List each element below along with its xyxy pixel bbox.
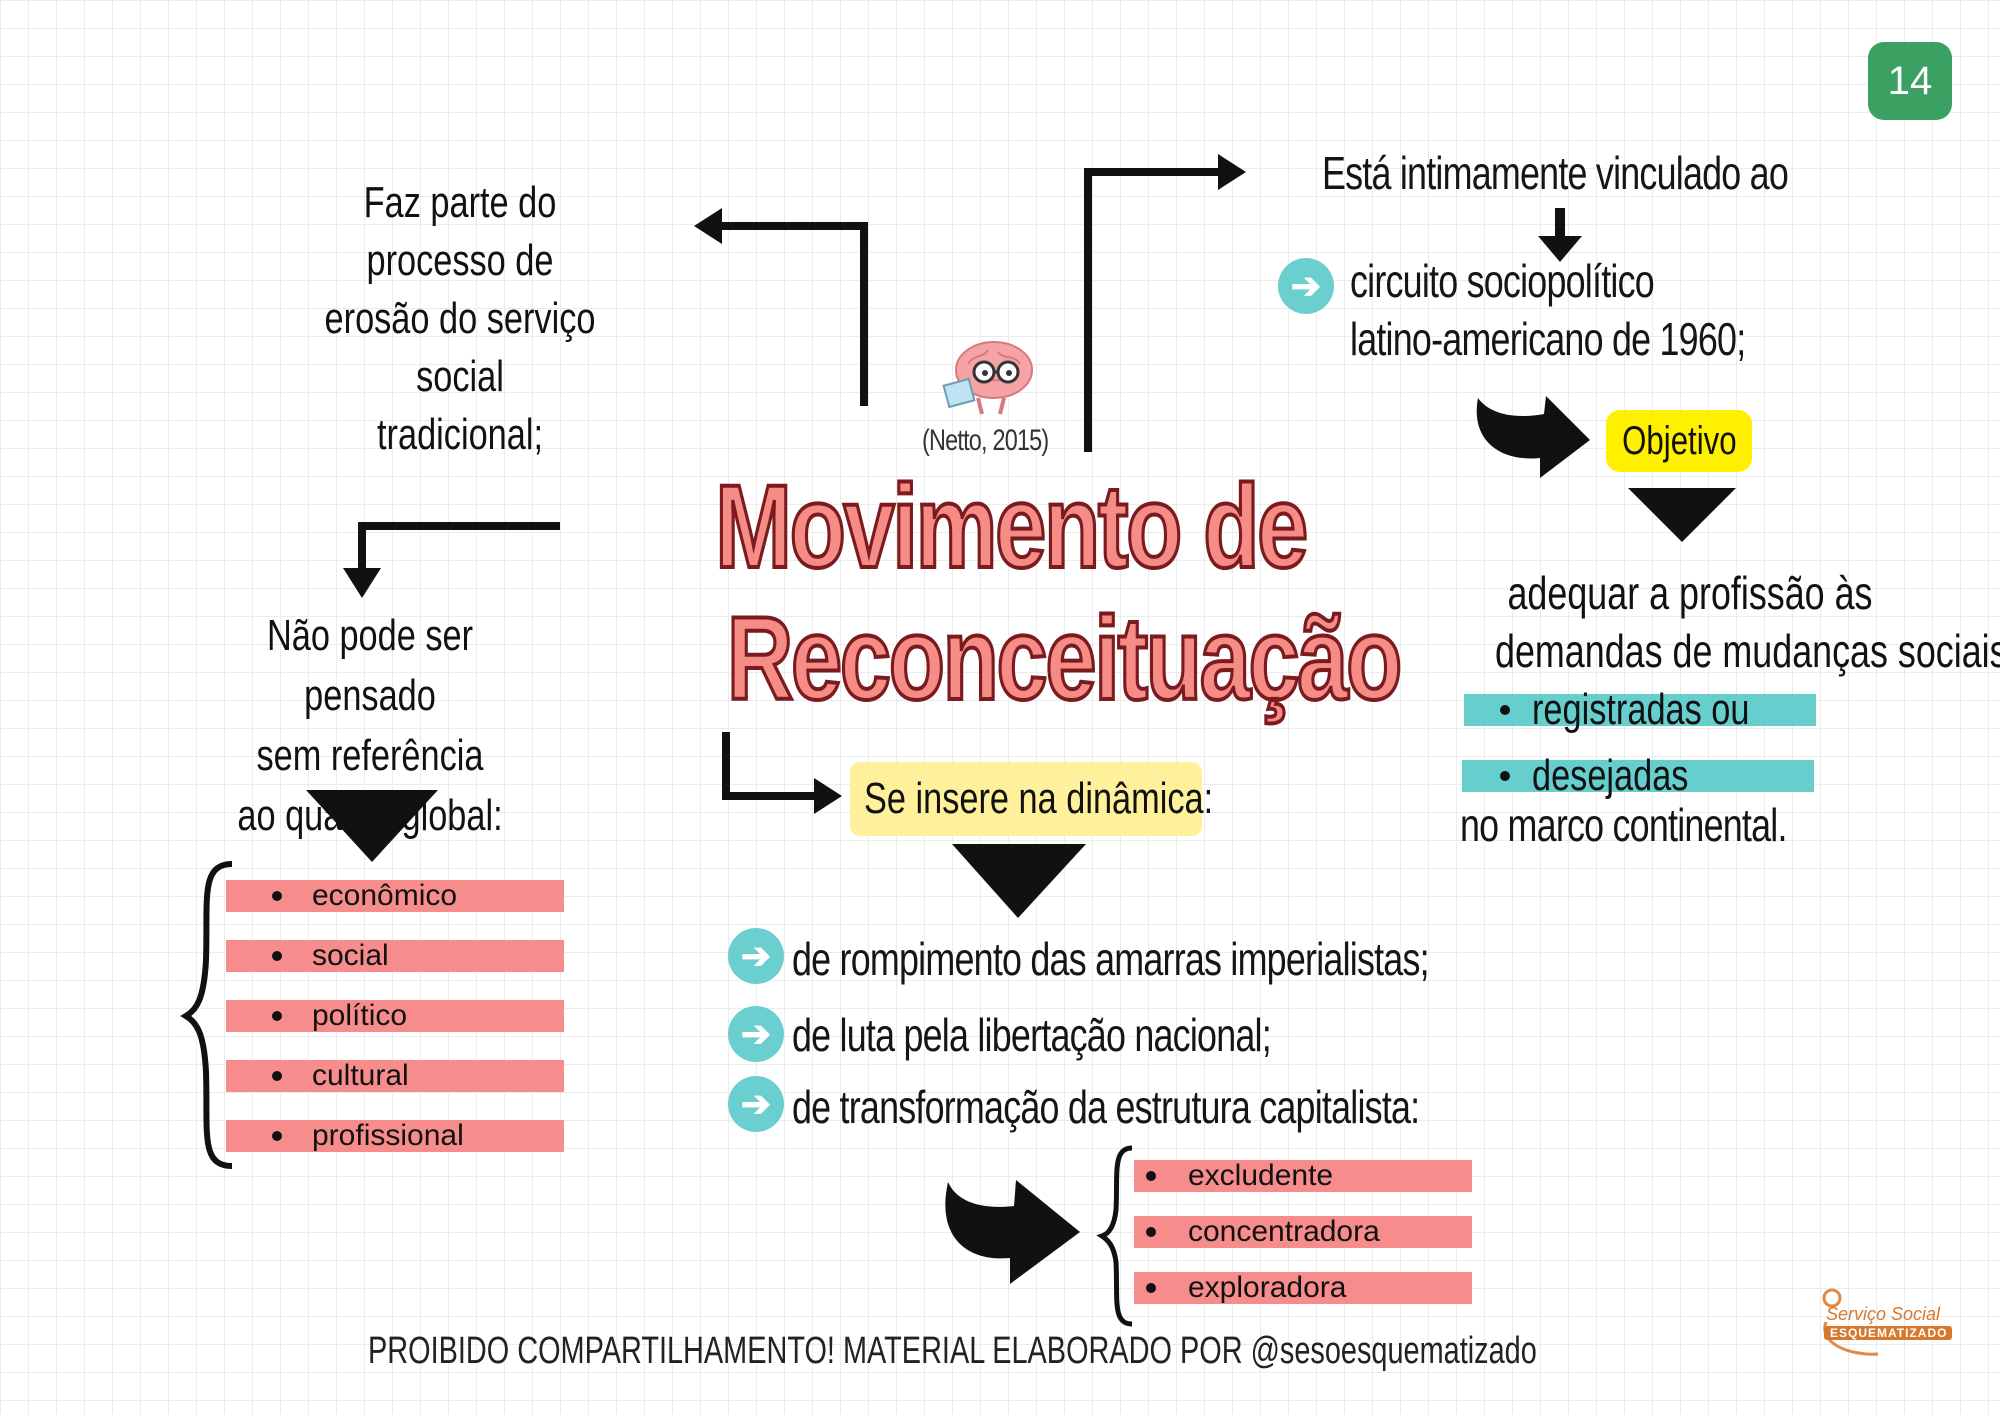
top-right-line-2: latino-americano de 1960;	[1350, 313, 1746, 365]
list-item: político	[226, 999, 564, 1032]
list-item: profissional	[226, 1119, 564, 1152]
list-item: econômico	[226, 879, 564, 912]
brace-left	[180, 861, 233, 1169]
center-point-1: de rompimento das amarras imperialistas;	[792, 933, 1430, 985]
arrow-to-top-left	[720, 222, 868, 406]
brand-logo: Serviço Social ESQUEMATIZADO	[1808, 1282, 1958, 1362]
objective-line-1: adequar a profissão às	[1507, 567, 1873, 619]
center-point-3: de transformação da estrutura capitalist…	[792, 1081, 1420, 1133]
left-line-2: sem referência	[256, 731, 484, 780]
top-left-line-3: tradicional;	[377, 410, 543, 459]
brain-mascot-icon	[942, 341, 1033, 415]
arrow-right-circle-icon: ➔	[728, 1006, 784, 1062]
arrow-right-circle-icon: ➔	[728, 1076, 784, 1132]
arrow-to-top-right	[1084, 168, 1220, 452]
curved-arrow-center	[945, 1180, 1080, 1284]
list-item: desejadas	[1462, 751, 1814, 800]
center-list: excludente concentradora exploradora	[1134, 1159, 1472, 1304]
top-left-line-1: Faz parte do processo de	[363, 178, 557, 285]
page-number-badge: 14	[1868, 42, 1952, 120]
curved-arrow-objective	[1476, 396, 1590, 478]
objective-label: Objetivo	[1606, 410, 1752, 472]
left-line-1: Não pode ser pensado	[266, 611, 474, 720]
citation: (Netto, 2015)	[922, 424, 1049, 457]
chevron-left	[306, 790, 438, 862]
top-left-block: Faz parte do processo de erosão do servi…	[250, 174, 670, 464]
title-line-2: Reconceituação	[725, 593, 1404, 725]
chevron-center	[952, 844, 1086, 918]
arrow-right-circle-icon: ➔	[728, 928, 784, 984]
arrow-to-left	[358, 522, 560, 570]
objective-line-3: no marco continental.	[1460, 799, 1787, 851]
center-label: Se insere na dinâmica:	[850, 762, 1213, 836]
logo-icon	[1822, 1288, 1952, 1356]
brace-center	[1096, 1145, 1133, 1327]
objective-line-2: demandas de mudanças sociais	[1495, 625, 2000, 677]
footer-notice: PROIBIDO COMPARTILHAMENTO! MATERIAL ELAB…	[368, 1330, 1537, 1372]
list-item: cultural	[226, 1059, 564, 1092]
list-item: exploradora	[1134, 1271, 1472, 1304]
list-item: social	[226, 939, 564, 972]
top-right-line-1: circuito sociopolítico	[1350, 255, 1655, 307]
list-item: registradas ou	[1464, 685, 1816, 734]
arrow-to-center	[722, 732, 816, 800]
chevron-objective	[1628, 488, 1736, 542]
left-list: econômico social político cultural profi…	[226, 879, 564, 1152]
list-item: concentradora	[1134, 1215, 1472, 1248]
title-line-1: Movimento de	[714, 461, 1310, 593]
center-point-2: de luta pela libertação nacional;	[792, 1009, 1272, 1061]
list-item: excludente	[1134, 1159, 1472, 1192]
arrow-right-circle-icon: ➔	[1278, 258, 1334, 314]
left-line-3: ao quadro global:	[237, 791, 503, 840]
objective-block: adequar a profissão às demandas de mudan…	[1440, 564, 2000, 680]
left-block: Não pode ser pensado sem referência ao q…	[180, 606, 560, 846]
top-left-line-2: erosão do serviço social	[324, 294, 596, 401]
top-right-heading: Está intimamente vinculado ao	[1322, 147, 1789, 199]
